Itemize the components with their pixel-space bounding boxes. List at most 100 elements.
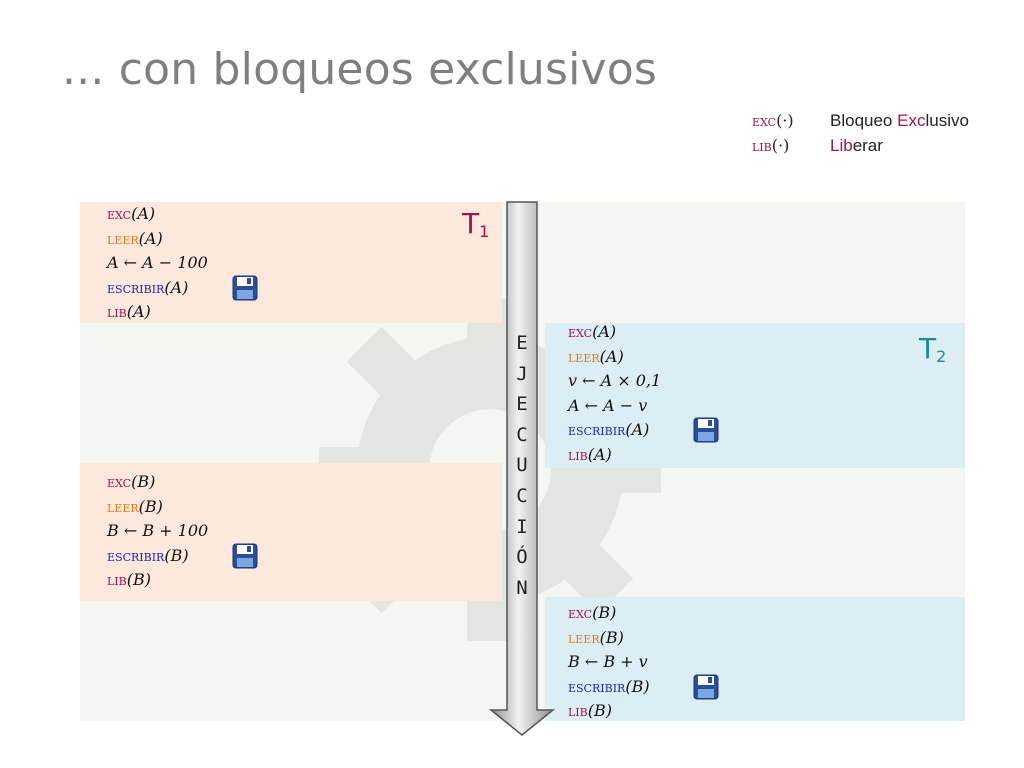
legend-row-lib: lib(·) Liberar	[752, 133, 969, 158]
operation-line: lib(A)	[568, 443, 661, 468]
operation-keyword-leer: leer	[107, 496, 139, 516]
floppy-disk-icon	[693, 674, 719, 700]
operation-line: leer(B)	[107, 495, 208, 520]
operation-argument: (A)	[131, 204, 156, 223]
operation-keyword-lib: lib	[568, 444, 588, 464]
legend-lib-desc-rest: erar	[852, 136, 883, 155]
t1-label-subscript: 1	[479, 222, 490, 241]
operation-keyword-leer: leer	[568, 627, 600, 647]
execution-letter: Ó	[516, 546, 528, 569]
execution-letter: C	[516, 423, 528, 446]
t2-block-b	[545, 597, 965, 721]
t1-block-a	[80, 202, 502, 323]
operation-expression: A ← A − 100	[107, 253, 208, 272]
legend-exc-desc-rest: lusivo	[925, 111, 969, 130]
legend-exc-desc-text: Bloqueo	[830, 111, 898, 130]
operation-argument: (A)	[599, 346, 624, 366]
operation-keyword-exc: exc	[107, 472, 132, 491]
operation-line: escribir(A)	[107, 275, 258, 300]
operation-line: exc(A)	[568, 320, 661, 345]
operation-keyword-escribir: escribir	[107, 277, 165, 297]
operation-keyword-escribir: escribir	[107, 545, 165, 565]
execution-letter: C	[516, 484, 528, 507]
execution-letter: U	[516, 454, 528, 477]
execution-letter: J	[516, 362, 528, 385]
operation-expression: B ← B + 100	[107, 521, 209, 540]
page-title: ... con bloqueos exclusivos	[62, 44, 658, 95]
operation-argument: (A)	[126, 302, 151, 321]
legend-lib-keyword: lib	[752, 136, 772, 155]
floppy-disk-icon	[232, 543, 258, 569]
operation-line: A ← A − v	[568, 394, 661, 419]
operation-keyword-escribir: escribir	[568, 420, 626, 439]
legend-exc-desc-highlight: Exc	[897, 111, 926, 130]
operation-line: leer(A)	[107, 227, 208, 252]
operation-argument: (B)	[164, 545, 189, 565]
operation-line: lib(B)	[107, 568, 208, 593]
operation-argument: (A)	[625, 420, 650, 439]
operation-expression: B ← B + v	[568, 652, 648, 671]
operation-line: escribir(B)	[568, 674, 719, 699]
operation-line: escribir(B)	[107, 543, 258, 568]
t2-label-text: T	[919, 332, 937, 365]
operation-argument: (A)	[138, 228, 163, 248]
legend-desc-lib: Liberar	[830, 133, 883, 158]
operation-keyword-exc: exc	[568, 603, 593, 622]
operation-line: leer(B)	[568, 626, 650, 651]
operation-keyword-lib: lib	[107, 570, 127, 589]
legend-exc-keyword: exc	[752, 111, 777, 130]
operation-keyword-exc: exc	[568, 322, 593, 341]
t1-block-b	[80, 463, 502, 601]
operation-argument: (B)	[599, 627, 624, 647]
operation-line: leer(A)	[568, 345, 661, 370]
operation-argument: (B)	[587, 701, 612, 720]
operation-line: exc(B)	[107, 470, 208, 495]
operation-keyword-leer: leer	[568, 346, 600, 366]
t2-label-subscript: 2	[936, 347, 947, 366]
operation-keyword-lib: lib	[107, 302, 127, 321]
operation-line: lib(A)	[107, 300, 208, 325]
t1-label-text: T	[462, 207, 480, 240]
operation-argument: (A)	[164, 277, 189, 297]
operation-expression: A ← A − v	[568, 395, 648, 415]
operation-line: exc(A)	[107, 202, 208, 227]
transaction-label-t2: T2	[919, 332, 946, 366]
operation-line: lib(B)	[568, 699, 650, 724]
t2-block-a	[545, 323, 965, 468]
execution-letter: N	[516, 576, 528, 599]
operation-line: B ← B + v	[568, 650, 650, 675]
legend: exc(·) Bloqueo Exclusivo lib(·) Liberar	[752, 108, 969, 158]
operation-argument: (B)	[126, 570, 151, 589]
operation-keyword-leer: leer	[107, 228, 139, 248]
operation-line: escribir(A)	[568, 417, 719, 443]
operation-argument: (A)	[587, 444, 612, 464]
operation-keyword-escribir: escribir	[568, 676, 626, 696]
execution-letter: I	[516, 515, 528, 538]
operation-argument: (B)	[138, 496, 163, 516]
operation-argument: (B)	[592, 603, 617, 622]
execution-letter: E	[516, 393, 528, 416]
floppy-disk-icon	[232, 275, 258, 301]
operation-line: v ← A × 0,1	[568, 369, 661, 394]
legend-code-lib: lib(·)	[752, 133, 830, 158]
operation-argument: (A)	[592, 322, 617, 341]
operation-line: B ← B + 100	[107, 519, 208, 544]
legend-exc-paren: (·)	[776, 111, 794, 130]
legend-code-exc: exc(·)	[752, 108, 830, 133]
operation-argument: (B)	[625, 676, 650, 696]
operation-argument: (B)	[131, 472, 156, 491]
legend-row-exc: exc(·) Bloqueo Exclusivo	[752, 108, 969, 133]
operation-line: exc(B)	[568, 601, 650, 626]
operation-keyword-lib: lib	[568, 701, 588, 720]
operation-expression: v ← A × 0,1	[568, 371, 662, 390]
legend-lib-desc-highlight: Lib	[830, 136, 853, 155]
legend-lib-paren: (·)	[771, 136, 790, 155]
floppy-disk-icon	[693, 417, 719, 443]
operation-keyword-exc: exc	[107, 204, 132, 223]
execution-arrow	[489, 201, 555, 736]
